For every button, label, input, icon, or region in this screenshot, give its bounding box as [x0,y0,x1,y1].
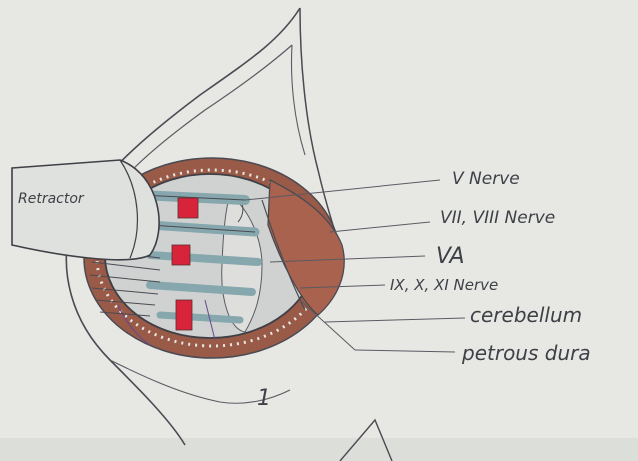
cerebellum-label: cerebellum [470,303,582,327]
vessel-spot-lower [176,300,192,330]
ix-x-xi-nerve-3 [160,315,240,320]
retractor-label: Retractor [18,191,85,207]
ix-x-xi-nerve-label: IX, X, XI Nerve [390,276,498,294]
v-nerve-label: V Nerve [452,169,520,189]
petrous-dura-label: petrous dura [461,341,591,365]
vessel-spot-middle [172,245,190,265]
paper-shadow [0,438,638,461]
va-label: VA [436,244,465,269]
vessel-spot-upper [178,198,198,218]
vii-viii-nerve-label: VII, VIII Nerve [440,208,555,228]
figure-number: 1 [257,386,271,411]
